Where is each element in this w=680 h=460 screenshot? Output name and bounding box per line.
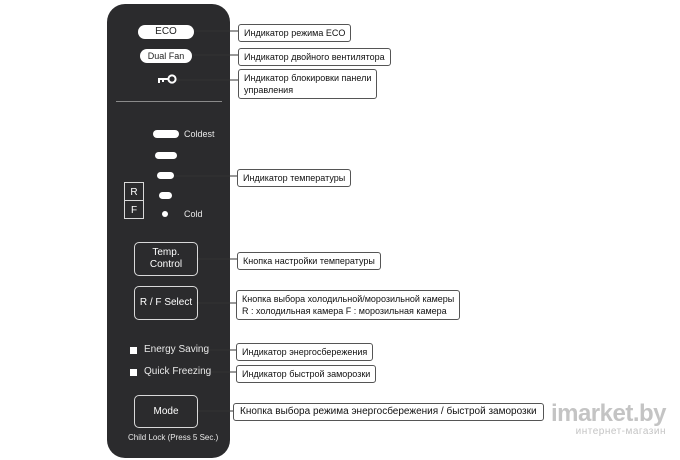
energy-saving-led: [130, 347, 137, 354]
callout-lock: Индикатор блокировки панели управления: [238, 69, 378, 99]
cold-label: Cold: [184, 209, 203, 219]
temp-level-bar: [159, 192, 172, 199]
mode-button[interactable]: Mode: [134, 395, 198, 428]
callout-dual-fan: Индикатор двойного вентилятора: [238, 48, 391, 66]
r-indicator: R: [124, 182, 144, 201]
key-icon: [158, 74, 177, 84]
temp-level-bar: [155, 152, 177, 159]
callout-temp-button: Кнопка настройки температуры: [237, 252, 381, 270]
mode-label: Mode: [153, 405, 179, 417]
temp-level-bar: [153, 130, 179, 138]
child-lock-label: Child Lock (Press 5 Sec.): [128, 433, 219, 442]
watermark-subtitle: интернет-магазин: [575, 426, 666, 437]
callout-eco: Индикатор режима ECO: [238, 24, 352, 42]
temp-level-bar: [157, 172, 174, 179]
coldest-label: Coldest: [184, 129, 215, 139]
callout-energy-saving: Индикатор энергосбережения: [236, 343, 374, 361]
callout-temp-indicator: Индикатор температуры: [237, 169, 352, 187]
dual-fan-indicator: Dual Fan: [140, 49, 192, 63]
eco-indicator: ECO: [138, 25, 194, 39]
callout-rf-button: Кнопка выбора холодильной/морозильной ка…: [236, 290, 461, 320]
energy-saving-label: Energy Saving: [144, 344, 210, 355]
callout-mode: Кнопка выбора режима энергосбережения / …: [233, 403, 544, 421]
temp-control-line1: Temp.: [152, 247, 180, 258]
callout-quick-freezing: Индикатор быстрой заморозки: [236, 365, 377, 383]
quick-freezing-led: [130, 369, 137, 376]
watermark: imarket.by интернет-магазин: [550, 400, 667, 438]
panel-divider: [116, 101, 222, 102]
rf-select-label: R / F Select: [139, 297, 193, 308]
temp-level-dot: [162, 211, 168, 217]
f-indicator: F: [124, 200, 144, 219]
watermark-logo: imarket.by: [550, 400, 667, 427]
temp-control-line2: Control: [149, 259, 183, 270]
quick-freezing-label: Quick Freezing: [144, 366, 212, 377]
rf-select-button[interactable]: R / F Select: [134, 286, 198, 320]
temp-control-button[interactable]: Temp. Control: [134, 242, 198, 276]
